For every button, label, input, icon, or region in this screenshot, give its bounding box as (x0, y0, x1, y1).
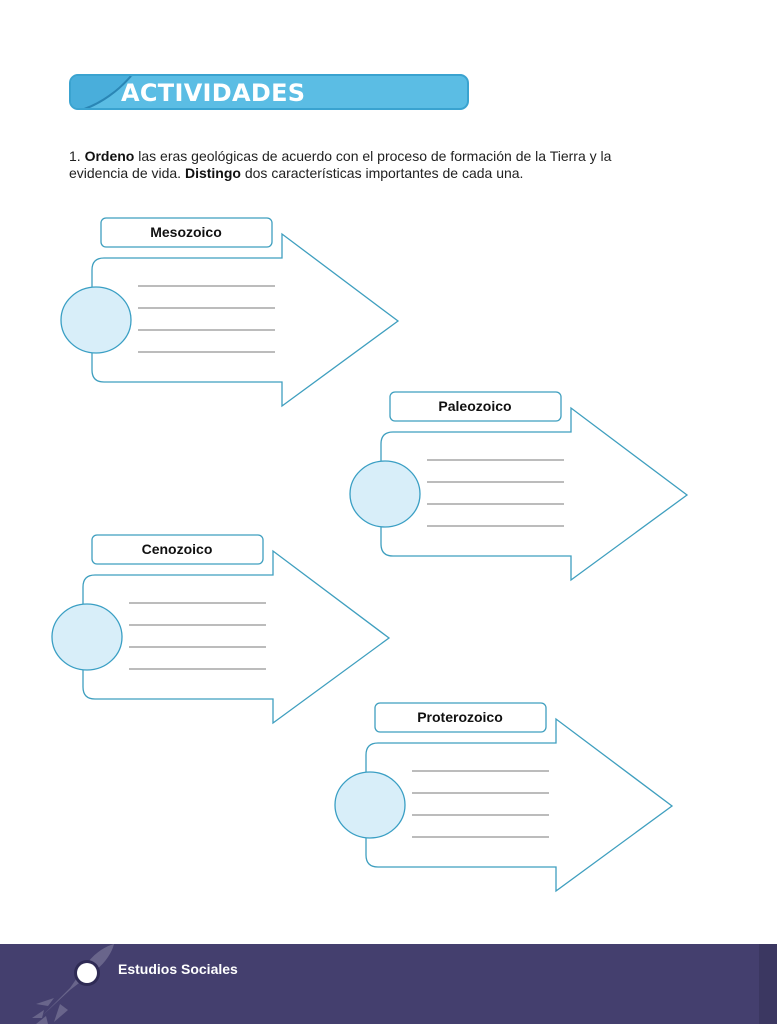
era-label-box-mesozoico (100, 217, 273, 248)
activities-header: ACTIVIDADES (69, 74, 469, 110)
instruction-verb-distinguish: Distingo (184, 165, 241, 181)
era-circle-mesozoico (60, 286, 132, 354)
instruction-verb-order: Ordeno (84, 148, 135, 164)
era-label-box-proterozoico (374, 702, 547, 733)
era-label-cenozoico: Cenozoico (142, 541, 213, 557)
instruction-text-2: dos características importantes de cada … (240, 165, 524, 181)
page-footer: 100 Estudios Sociales (0, 944, 777, 1024)
era-label-box-cenozoico (91, 534, 264, 565)
rocket-icon (32, 944, 114, 1024)
footer-edge-strip (759, 944, 777, 1024)
header-swoosh-decoration (71, 76, 133, 108)
era-label-box-paleozoico (389, 391, 562, 422)
subject-name: Estudios Sociales (118, 961, 238, 977)
page-title: ACTIVIDADES (121, 79, 306, 107)
era-arrow-proterozoico (365, 717, 674, 893)
era-label-mesozoico: Mesozoico (150, 224, 222, 240)
era-arrow-mesozoico (91, 232, 400, 408)
era-label-paleozoico: Paleozoico (438, 398, 511, 414)
instruction-text-1: las eras geológicas de acuerdo con el pr… (69, 148, 612, 181)
era-circle-paleozoico (349, 460, 421, 528)
era-circle-proterozoico (334, 771, 406, 839)
era-label-proterozoico: Proterozoico (417, 709, 503, 725)
era-arrow-cenozoico (82, 549, 391, 725)
era-circle-cenozoico (51, 603, 123, 671)
page-number: 100 (77, 967, 97, 979)
instruction-number: 1. (69, 148, 81, 164)
era-arrow-paleozoico (380, 406, 689, 582)
instructions-text: 1. Ordeno las eras geológicas de acuerdo… (69, 148, 669, 182)
